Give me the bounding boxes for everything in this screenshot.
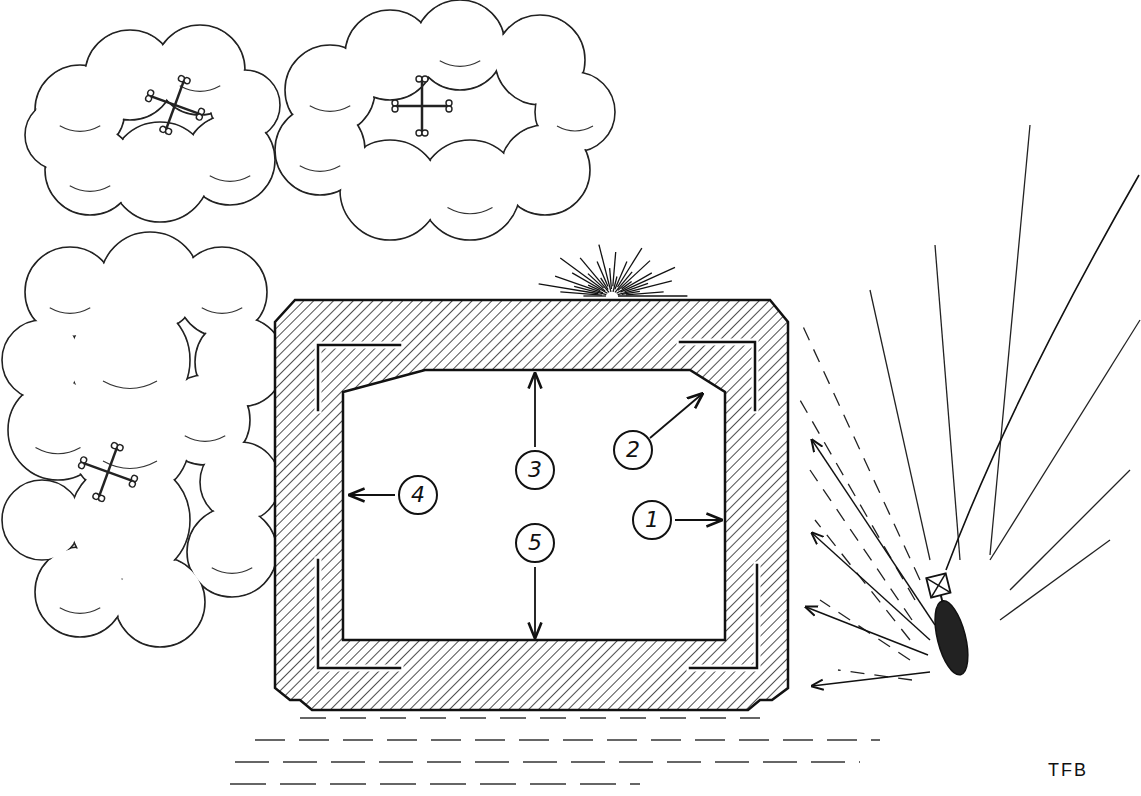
- bunker-wall: [275, 300, 788, 710]
- callout-number: 1: [645, 509, 659, 531]
- explosion: [539, 245, 688, 296]
- bomb: [922, 572, 974, 678]
- bone-cross-symbol: [70, 67, 452, 511]
- callout-circle: 5: [515, 523, 555, 563]
- splinter-arrow: [806, 440, 935, 686]
- bomb-trajectory: [946, 175, 1139, 570]
- callout-number: 4: [411, 484, 425, 506]
- callout-circle: 3: [515, 450, 555, 490]
- callout-circle: 4: [398, 475, 438, 515]
- ground-lines: [230, 718, 880, 784]
- fragment-lines: [800, 125, 1140, 680]
- signature-label: TFB: [1048, 760, 1088, 781]
- callout-circle: 1: [632, 500, 672, 540]
- callout-number: 3: [528, 459, 542, 481]
- callout-number: 5: [528, 532, 542, 554]
- load-arrow: [350, 374, 721, 637]
- callout-circle: 2: [613, 430, 653, 470]
- callout-number: 2: [626, 439, 640, 461]
- reinforcement: [318, 342, 757, 668]
